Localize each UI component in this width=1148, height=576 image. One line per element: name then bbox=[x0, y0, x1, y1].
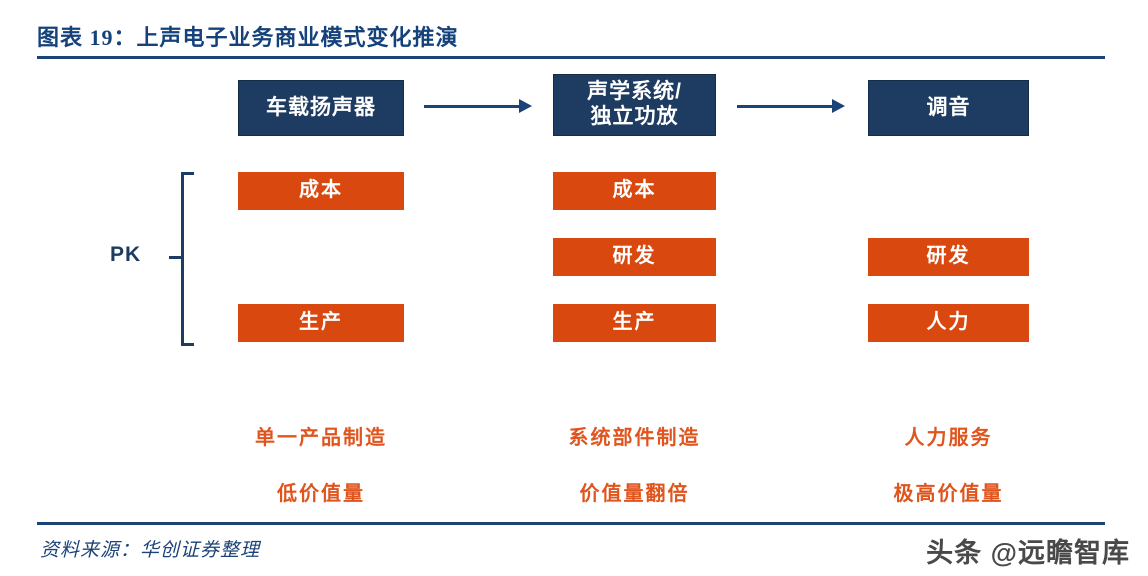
arrow-right-icon bbox=[737, 99, 847, 113]
factor-box-col1-row1[interactable]: 成本 bbox=[238, 172, 404, 210]
pk-label: PK bbox=[110, 243, 142, 266]
arrow-shaft bbox=[424, 105, 522, 108]
brace-spine bbox=[181, 172, 184, 346]
stage-box-tuning[interactable]: 调音 bbox=[868, 80, 1029, 136]
factor-box-col2-row2[interactable]: 研发 bbox=[553, 238, 716, 276]
brace-center-tick bbox=[169, 256, 182, 259]
stage-box-vehicle-speaker[interactable]: 车载扬声器 bbox=[238, 80, 404, 136]
stage-box-label: 声学系统/ 独立功放 bbox=[587, 80, 682, 130]
caption-col3-primary: 人力服务 bbox=[904, 427, 993, 449]
stage-box-label: 车载扬声器 bbox=[266, 95, 376, 119]
factor-box-label: 成本 bbox=[299, 179, 343, 202]
factor-box-label: 研发 bbox=[612, 245, 657, 268]
source-note: 资料来源：华创证券整理 bbox=[40, 540, 261, 561]
stage-box-label: 调音 bbox=[926, 95, 971, 119]
factor-box-col3-row2[interactable]: 研发 bbox=[868, 238, 1029, 276]
caption-col1-primary: 单一产品制造 bbox=[255, 427, 387, 449]
arrow-head bbox=[832, 99, 845, 113]
stage-box-label-line2: 独立功放 bbox=[590, 105, 679, 128]
factor-box-col3-row3[interactable]: 人力 bbox=[868, 304, 1029, 342]
caption-col2-secondary: 价值量翻倍 bbox=[579, 483, 690, 505]
stage-box-label-line1: 声学系统/ bbox=[587, 80, 682, 104]
arrow-head bbox=[519, 99, 532, 113]
title-divider bbox=[37, 56, 1105, 59]
caption-col1-secondary: 低价值量 bbox=[277, 483, 365, 505]
factor-box-col2-row1[interactable]: 成本 bbox=[553, 172, 716, 210]
brace-cap-bottom bbox=[181, 343, 194, 346]
factor-box-col2-row3[interactable]: 生产 bbox=[553, 304, 716, 342]
brace-cap-top bbox=[181, 172, 194, 175]
factor-box-col1-row3[interactable]: 生产 bbox=[238, 304, 404, 342]
factor-box-label: 成本 bbox=[612, 179, 657, 202]
arrow-shaft bbox=[737, 105, 835, 108]
page-title: 图表 19：上声电子业务商业模式变化推演 bbox=[37, 25, 459, 50]
factor-box-label: 生产 bbox=[612, 311, 657, 334]
footer-divider bbox=[37, 522, 1105, 525]
arrow-right-icon bbox=[424, 99, 534, 113]
watermark: 头条 @远瞻智库 bbox=[926, 538, 1130, 568]
caption-col2-primary: 系统部件制造 bbox=[568, 427, 701, 449]
factor-box-label: 人力 bbox=[926, 311, 971, 334]
pk-brace bbox=[169, 172, 194, 346]
factor-box-label: 生产 bbox=[299, 311, 343, 334]
factor-box-label: 研发 bbox=[926, 245, 971, 268]
caption-col3-secondary: 极高价值量 bbox=[893, 483, 1004, 505]
stage-box-acoustic-system[interactable]: 声学系统/ 独立功放 bbox=[553, 74, 716, 136]
